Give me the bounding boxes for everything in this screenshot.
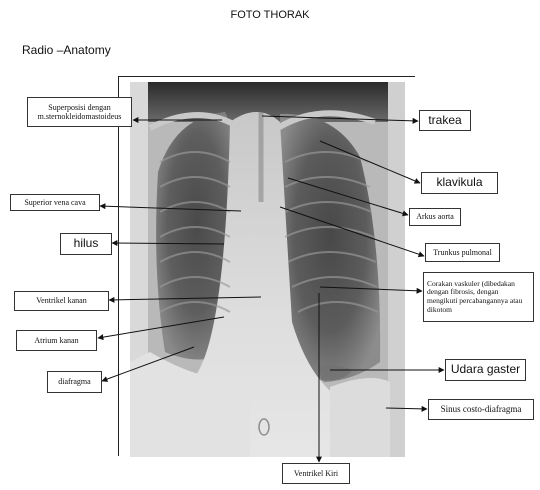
label-ventrikel-kanan: Ventrikel kanan — [14, 291, 109, 311]
page-title: FOTO THORAK — [0, 9, 540, 21]
label-sinus-costo-diafragma: Sinus costo-diafragma — [428, 399, 534, 420]
subtitle: Radio –Anatomy — [22, 43, 111, 57]
label-udara-gaster: Udara gaster — [445, 359, 526, 381]
chest-xray-image — [130, 82, 405, 457]
label-arkus-aorta: Arkus aorta — [409, 208, 461, 226]
label-trunkus-pulmonal: Trunkus pulmonal — [425, 243, 500, 262]
label-superior-vena-cava: Superior vena cava — [10, 194, 100, 211]
label-superposisi: Superposisi dengan m.sternokleidomastoid… — [27, 97, 132, 127]
label-ventrikel-kiri: Ventrikel Kiri — [282, 463, 350, 484]
label-corakan-vaskuler: Corakan vaskuler (dibedakan dengan fibro… — [423, 272, 534, 322]
label-diafragma: diafragma — [47, 371, 102, 393]
label-hilus: hilus — [60, 233, 112, 255]
label-klavikula: klavikula — [421, 172, 498, 194]
label-trakea: trakea — [419, 110, 471, 131]
label-atrium-kanan: Atrium kanan — [16, 330, 97, 351]
